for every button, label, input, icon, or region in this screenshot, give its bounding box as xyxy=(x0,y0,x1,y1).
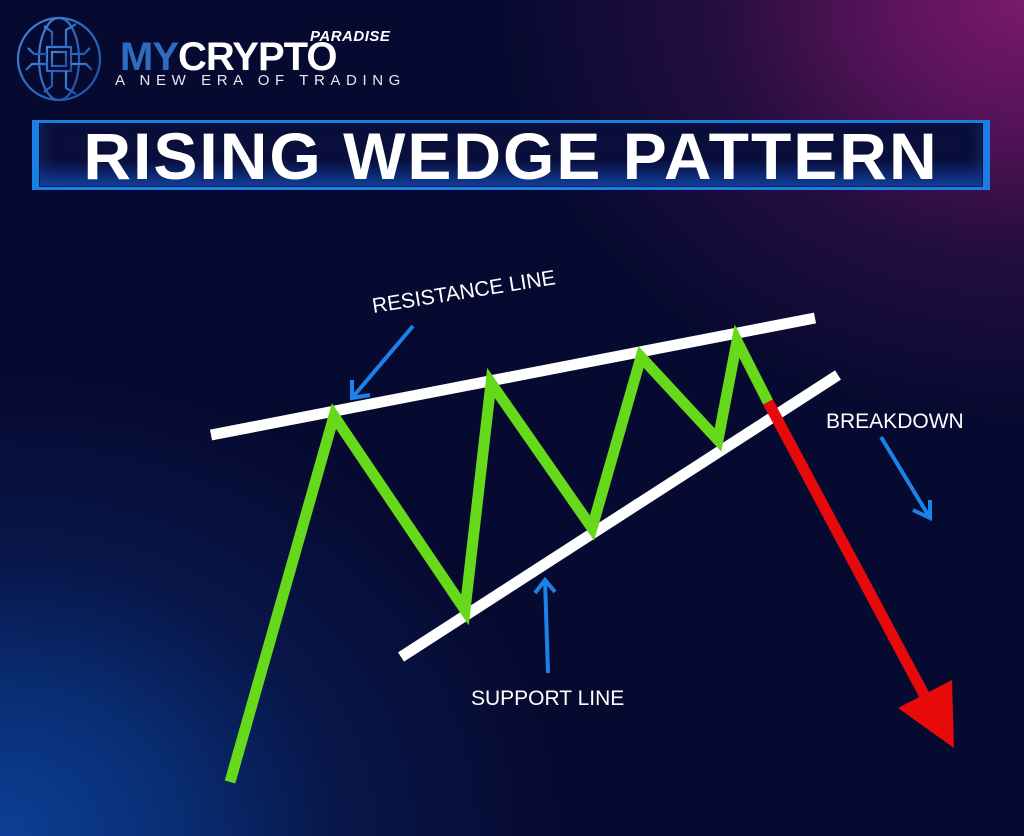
breakdown-callout-arrow-icon xyxy=(879,435,932,522)
price-path xyxy=(224,324,773,784)
resistance-line xyxy=(209,312,817,441)
brand-suffix: PARADISE xyxy=(310,28,391,45)
brand-prefix: MY xyxy=(120,35,179,79)
brand-wordmark: MYCRYPTO xyxy=(120,35,337,79)
breakdown-label: BREAKDOWN xyxy=(826,410,964,433)
brand-name: CRYPTO xyxy=(178,35,337,79)
title-banner: RISING WEDGE PATTERN xyxy=(32,120,990,190)
support-callout-arrow-icon xyxy=(533,576,557,674)
support-line xyxy=(398,370,841,662)
brand-logo: PARADISE MYCRYPTO A NEW ERA OF TRADING xyxy=(12,12,400,107)
breakdown-path xyxy=(763,399,933,705)
breakdown-arrowhead-icon xyxy=(898,680,954,748)
resistance-callout-arrow-icon xyxy=(350,324,415,401)
support-line-label: SUPPORT LINE xyxy=(471,687,625,710)
page-title: RISING WEDGE PATTERN xyxy=(83,119,939,193)
brand-tagline: A NEW ERA OF TRADING xyxy=(115,72,406,89)
globe-circuit-icon xyxy=(16,16,102,102)
